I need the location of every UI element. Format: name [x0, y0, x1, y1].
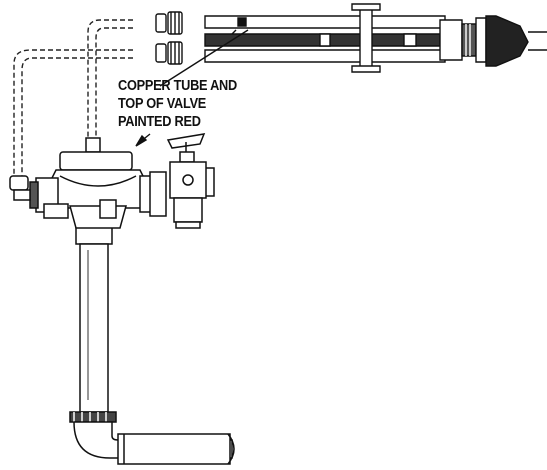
gate-valve [168, 134, 214, 228]
tube-elbow-fitting [10, 176, 30, 200]
pressure-reducing-valve-body [30, 138, 166, 228]
callout-leader-line [136, 30, 248, 146]
callout-line-1: COPPER TUBE AND [118, 78, 237, 94]
sensing-tube-assembly [205, 4, 547, 72]
compression-fittings [156, 12, 182, 64]
vertical-pipe [70, 222, 116, 422]
callout-line-3: PAINTED RED [118, 114, 201, 130]
pipe-elbow [74, 422, 234, 464]
dashed-copper-tube-routing [14, 20, 133, 180]
copper-tube-callout-label: COPPER TUBE AND TOP OF VALVE PAINTED RED [118, 77, 237, 131]
callout-line-2: TOP OF VALVE [118, 96, 207, 112]
